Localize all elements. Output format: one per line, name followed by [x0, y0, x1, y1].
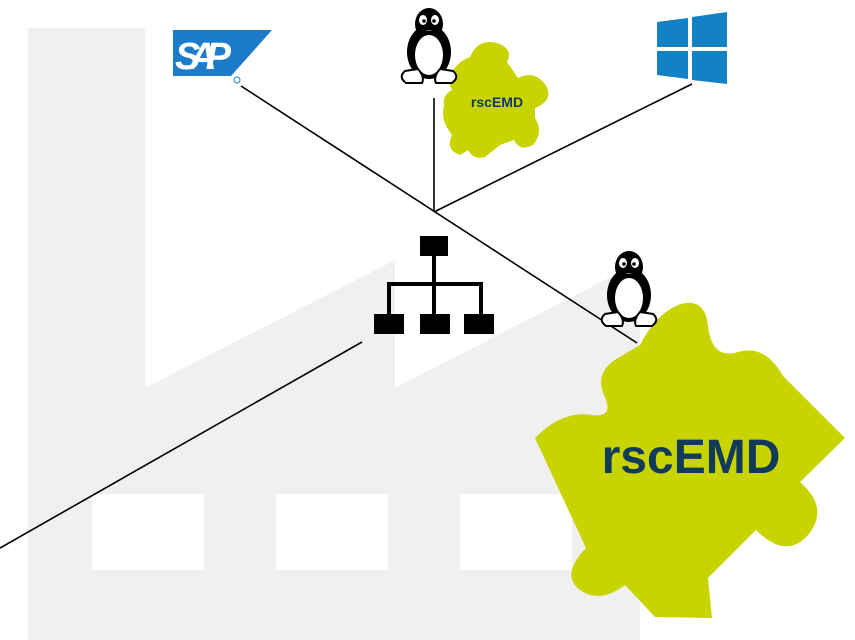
puzzle-piece-small: rscEMD — [443, 41, 549, 158]
factory-window — [460, 494, 572, 570]
puzzle-piece-large: rscEMD — [535, 302, 845, 618]
puzzle-small-label: rscEMD — [471, 94, 523, 110]
line-network-to-plant — [0, 341, 363, 549]
windows-logo — [657, 12, 727, 84]
linux-tux-icon — [600, 251, 658, 327]
sap-logo: SAP — [173, 30, 272, 84]
line-sap-to-rscemd — [240, 85, 638, 344]
connection-lines — [0, 83, 693, 549]
linux-tux-icon — [400, 8, 458, 84]
network-hierarchy-icon — [374, 236, 494, 334]
factory-window — [276, 494, 388, 570]
factory-window — [92, 494, 204, 570]
sap-logo-text: SAP — [175, 36, 232, 78]
line-hub-to-windows — [433, 83, 693, 213]
factory-background — [28, 28, 640, 640]
puzzle-large-label: rscEMD — [602, 431, 781, 484]
